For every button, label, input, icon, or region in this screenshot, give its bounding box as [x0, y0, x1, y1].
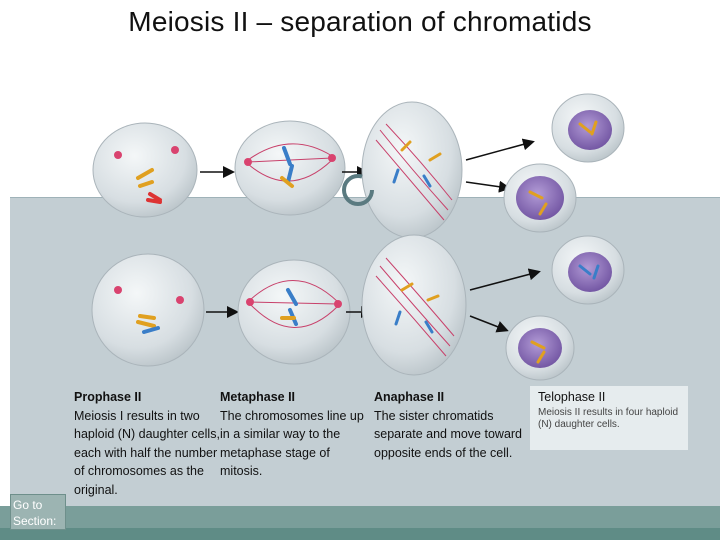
slide-title: Meiosis II – separation of chromatids — [128, 6, 592, 37]
anaphase-cell-bottom — [361, 234, 467, 376]
prophase-label: Prophase II Meiosis I results in two hap… — [74, 388, 220, 500]
telophase-cell-4 — [505, 315, 575, 381]
go-to-section-button[interactable]: Go to Section: — [10, 494, 66, 530]
left-margin — [0, 0, 10, 540]
anaphase-label: Anaphase II The sister chromatids separa… — [374, 388, 526, 462]
bottom-bar-edge — [0, 528, 720, 540]
arrow — [469, 268, 541, 291]
phase-description: Meiosis II results in four haploid (N) d… — [538, 406, 679, 430]
phase-description: The chromosomes line up in a similar way… — [220, 408, 364, 479]
telophase-cell-2 — [503, 163, 577, 233]
phase-description: Meiosis I results in two haploid (N) dau… — [74, 408, 220, 497]
metaphase-cell-top — [234, 120, 346, 216]
telophase-label: Telophase II Meiosis II results in four … — [530, 386, 688, 450]
arrow — [465, 180, 511, 193]
phase-title: Prophase II — [74, 390, 142, 404]
metaphase-cell-bottom — [237, 259, 351, 365]
prophase-cell-top — [92, 122, 198, 218]
telophase-cell-3 — [551, 235, 625, 305]
divider-line — [10, 197, 720, 198]
phase-title: Metaphase II — [220, 390, 296, 404]
arrow — [465, 138, 535, 161]
phase-title: Anaphase II — [374, 390, 445, 404]
metaphase-label: Metaphase II The chromosomes line up in … — [220, 388, 370, 481]
arrow — [469, 315, 509, 333]
prophase-cell-bottom — [91, 253, 205, 367]
phase-title: Telophase II — [538, 390, 606, 404]
telophase-cell-1 — [551, 93, 625, 163]
circular-arrow-icon — [342, 174, 374, 206]
phase-description: The sister chromatids separate and move … — [374, 408, 523, 460]
anaphase-cell-top — [361, 101, 463, 239]
